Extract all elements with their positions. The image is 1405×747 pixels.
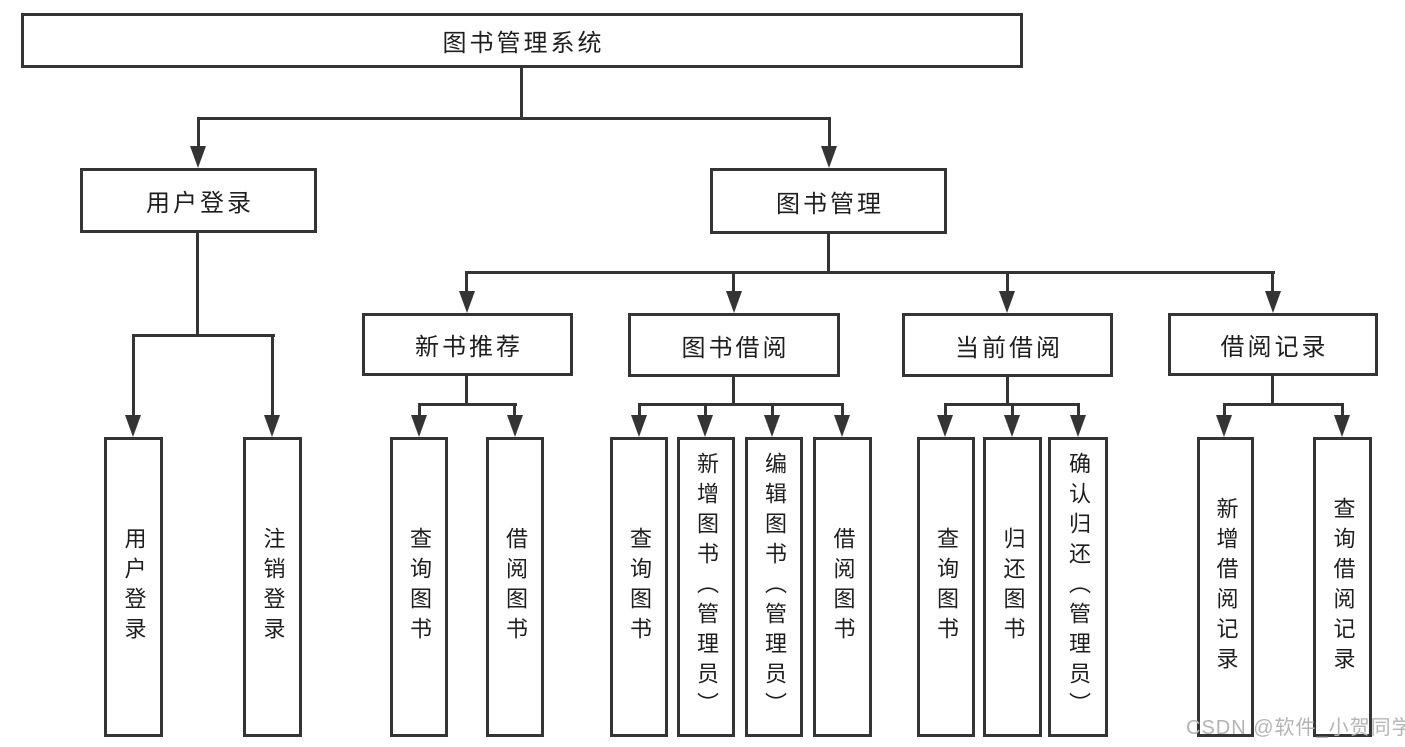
node-borrow-records: 借阅记录: [1168, 313, 1378, 376]
connector-line: [196, 232, 199, 337]
connector-line: [827, 234, 830, 274]
node-book-management: 图书管理: [710, 168, 947, 234]
arrow-down-icon: [1334, 415, 1350, 437]
arrow-down-icon: [999, 291, 1015, 313]
arrow-down-icon: [1004, 415, 1020, 437]
arrow-down-icon: [264, 415, 280, 437]
leaf-query-books-current: 查询图书: [917, 437, 975, 737]
connector-line: [1223, 403, 1344, 406]
arrow-down-icon: [834, 415, 850, 437]
leaf-query-books-recommend: 查询图书: [390, 437, 448, 737]
node-library-system: 图书管理系统: [21, 13, 1023, 68]
connector-line: [418, 403, 517, 406]
leaf-add-borrow-record: 新增借阅记录: [1197, 437, 1254, 737]
connector-line: [466, 271, 1275, 274]
arrow-down-icon: [190, 146, 206, 168]
node-current-borrow: 当前借阅: [902, 313, 1113, 377]
connector-line: [944, 403, 947, 417]
leaf-query-books-borrow: 查询图书: [610, 437, 668, 737]
connector-line: [197, 117, 831, 120]
arrow-down-icon: [631, 415, 647, 437]
connector-line: [638, 403, 844, 406]
arrow-down-icon: [507, 415, 523, 437]
watermark: CSDN @软件_小贺同学: [1186, 717, 1405, 739]
leaf-logout: 注销登录: [243, 437, 302, 737]
node-new-book-recommend: 新书推荐: [362, 313, 573, 376]
connector-line: [732, 271, 735, 295]
connector-line: [828, 117, 831, 149]
connector-line: [1011, 403, 1014, 417]
connector-line: [520, 68, 523, 118]
arrow-down-icon: [764, 415, 780, 437]
connector-line: [1006, 377, 1009, 406]
leaf-query-borrow-record: 查询借阅记录: [1313, 437, 1372, 737]
connector-line: [771, 403, 774, 417]
connector-line: [197, 117, 200, 149]
connector-line: [465, 376, 468, 406]
arrow-down-icon: [1216, 415, 1232, 437]
node-user-login: 用户登录: [80, 168, 317, 233]
connector-line: [271, 334, 274, 416]
arrow-down-icon: [411, 415, 427, 437]
arrow-down-icon: [937, 415, 953, 437]
leaf-confirm-return-admin: 确认归还（管理员）: [1048, 437, 1108, 737]
leaf-user-login: 用户登录: [104, 437, 163, 737]
arrow-down-icon: [697, 415, 713, 437]
connector-line: [1223, 403, 1226, 417]
arrow-down-icon: [459, 291, 475, 313]
connector-line: [638, 403, 641, 417]
node-book-borrow: 图书借阅: [628, 313, 840, 377]
connector-line: [1271, 376, 1274, 406]
connector-line: [465, 271, 468, 295]
arrow-down-icon: [1070, 415, 1086, 437]
connector-line: [132, 334, 135, 416]
leaf-add-book-admin: 新增图书（管理员）: [677, 437, 735, 737]
leaf-return-book: 归还图书: [983, 437, 1042, 737]
connector-line: [732, 377, 735, 406]
arrow-down-icon: [821, 146, 837, 168]
leaf-edit-book-admin: 编辑图书（管理员）: [745, 437, 803, 737]
connector-line: [132, 334, 275, 337]
connector-line: [841, 403, 844, 417]
connector-line: [704, 403, 707, 417]
arrow-down-icon: [1265, 291, 1281, 313]
connector-line: [418, 403, 421, 417]
connector-line: [1271, 271, 1274, 295]
leaf-borrow-books-recommend: 借阅图书: [486, 437, 544, 737]
connector-line: [513, 403, 516, 417]
connector-line: [1006, 271, 1009, 295]
connector-line: [1077, 403, 1080, 417]
arrow-down-icon: [125, 415, 141, 437]
connector-line: [1341, 403, 1344, 417]
arrow-down-icon: [726, 291, 742, 313]
leaf-borrow-books-2: 借阅图书: [813, 437, 872, 737]
